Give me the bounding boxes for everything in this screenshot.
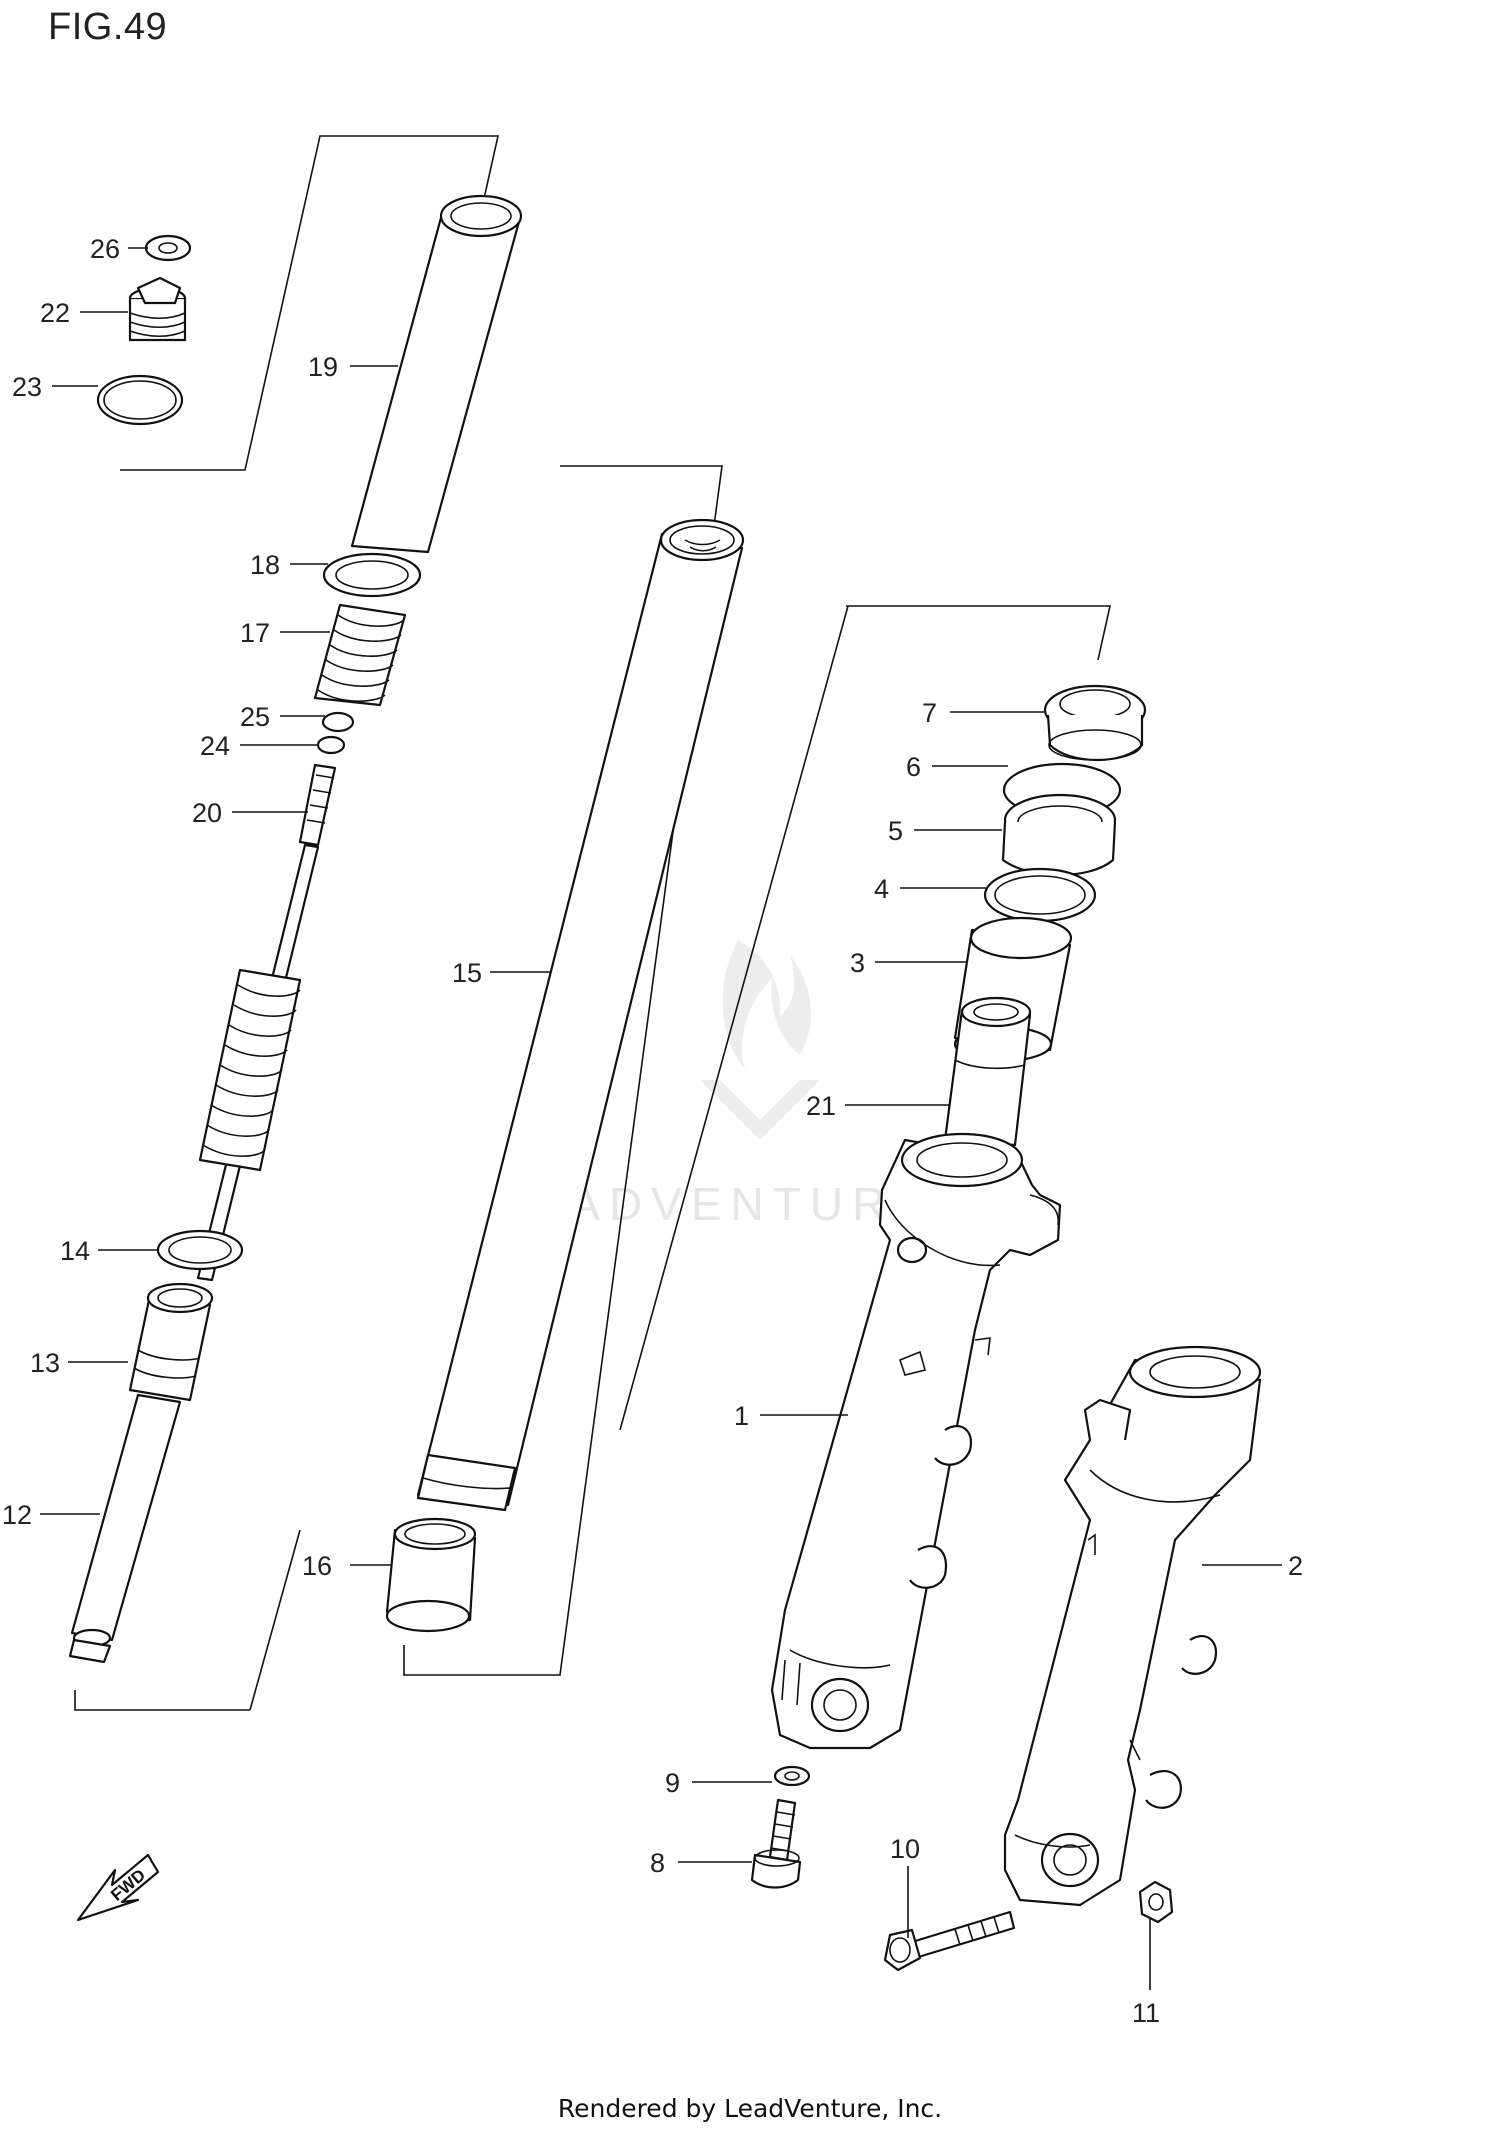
group-cap-spring-damper bbox=[68, 135, 523, 1711]
footer-credit: Rendered by LeadVenture, Inc. bbox=[557, 2094, 943, 2123]
callout-15: 15 bbox=[452, 958, 482, 988]
nut-11[interactable] bbox=[1138, 1880, 1174, 1924]
callout-17: 17 bbox=[240, 618, 270, 648]
cylinder-12[interactable] bbox=[68, 1393, 182, 1664]
callout-2: 2 bbox=[1288, 1551, 1303, 1581]
callout-16: 16 bbox=[302, 1551, 332, 1581]
gasket-9[interactable] bbox=[773, 1765, 811, 1787]
ring-25[interactable] bbox=[321, 711, 355, 733]
washer-24[interactable] bbox=[316, 735, 346, 755]
axle-pinch-bolt-10[interactable] bbox=[883, 1910, 1016, 1972]
watermark-v-icon bbox=[700, 1080, 820, 1140]
callout-18: 18 bbox=[250, 550, 280, 580]
washer-26-hole bbox=[158, 242, 178, 254]
oil-lock-piece-21[interactable] bbox=[943, 996, 1032, 1147]
callout-23: 23 bbox=[12, 372, 42, 402]
callout-13: 13 bbox=[30, 1348, 60, 1378]
callout-20: 20 bbox=[192, 798, 222, 828]
cylinder-lock-13[interactable] bbox=[128, 1282, 214, 1402]
group-bracket-1-bottom bbox=[74, 1690, 250, 1711]
lower-spring[interactable] bbox=[198, 968, 302, 1172]
callout-24: 24 bbox=[200, 731, 230, 761]
figure-title: FIG.49 bbox=[48, 6, 168, 48]
cap-bolt-22[interactable] bbox=[128, 276, 187, 342]
callout-12: 12 bbox=[2, 1500, 32, 1530]
callouts: 26 22 23 19 18 17 25 24 20 14 13 12 15 1… bbox=[2, 234, 1303, 2028]
callout-14: 14 bbox=[60, 1236, 90, 1266]
group-outer-tube bbox=[619, 605, 1262, 1972]
callout-3: 3 bbox=[850, 948, 865, 978]
dust-seal-7[interactable] bbox=[1043, 684, 1147, 761]
o-ring-23-inner bbox=[103, 380, 177, 420]
group-bracket-2 bbox=[403, 465, 723, 1676]
callout-6: 6 bbox=[906, 752, 921, 782]
oil-seal-5[interactable] bbox=[1001, 793, 1117, 877]
callout-19: 19 bbox=[308, 352, 338, 382]
callout-10: 10 bbox=[890, 1834, 920, 1864]
group-bracket-3 bbox=[619, 605, 1111, 1431]
spring-17[interactable] bbox=[313, 603, 407, 707]
callout-11: 11 bbox=[1132, 1998, 1160, 2028]
group-inner-tube bbox=[385, 465, 745, 1676]
outer-tube-1[interactable] bbox=[770, 1132, 1062, 1750]
callout-5: 5 bbox=[888, 816, 903, 846]
spring-guide-18[interactable] bbox=[322, 552, 422, 598]
watermark-flame-icon bbox=[722, 940, 811, 1070]
callout-9: 9 bbox=[665, 1768, 680, 1798]
callout-21: 21 bbox=[806, 1091, 836, 1121]
callout-26: 26 bbox=[90, 234, 120, 264]
callout-1: 1 bbox=[734, 1401, 749, 1431]
callout-22: 22 bbox=[40, 298, 70, 328]
inner-tube-15[interactable] bbox=[416, 518, 745, 1512]
o-ring-23[interactable] bbox=[96, 374, 184, 426]
callout-4: 4 bbox=[874, 874, 889, 904]
ring-14[interactable] bbox=[156, 1229, 244, 1271]
washer-26[interactable] bbox=[144, 234, 192, 262]
bolt-8[interactable] bbox=[750, 1798, 802, 1889]
inner-tube-bushing-16[interactable] bbox=[385, 1517, 477, 1633]
retainer-4[interactable] bbox=[983, 867, 1097, 923]
callout-25: 25 bbox=[240, 702, 270, 732]
spacer-19[interactable] bbox=[350, 194, 523, 554]
outer-tube-2[interactable] bbox=[1003, 1345, 1262, 1907]
fwd-arrow-icon: FWD bbox=[76, 1853, 160, 1922]
callout-8: 8 bbox=[650, 1848, 665, 1878]
callout-7: 7 bbox=[922, 698, 937, 728]
group-bracket-1-right bbox=[249, 1529, 301, 1711]
